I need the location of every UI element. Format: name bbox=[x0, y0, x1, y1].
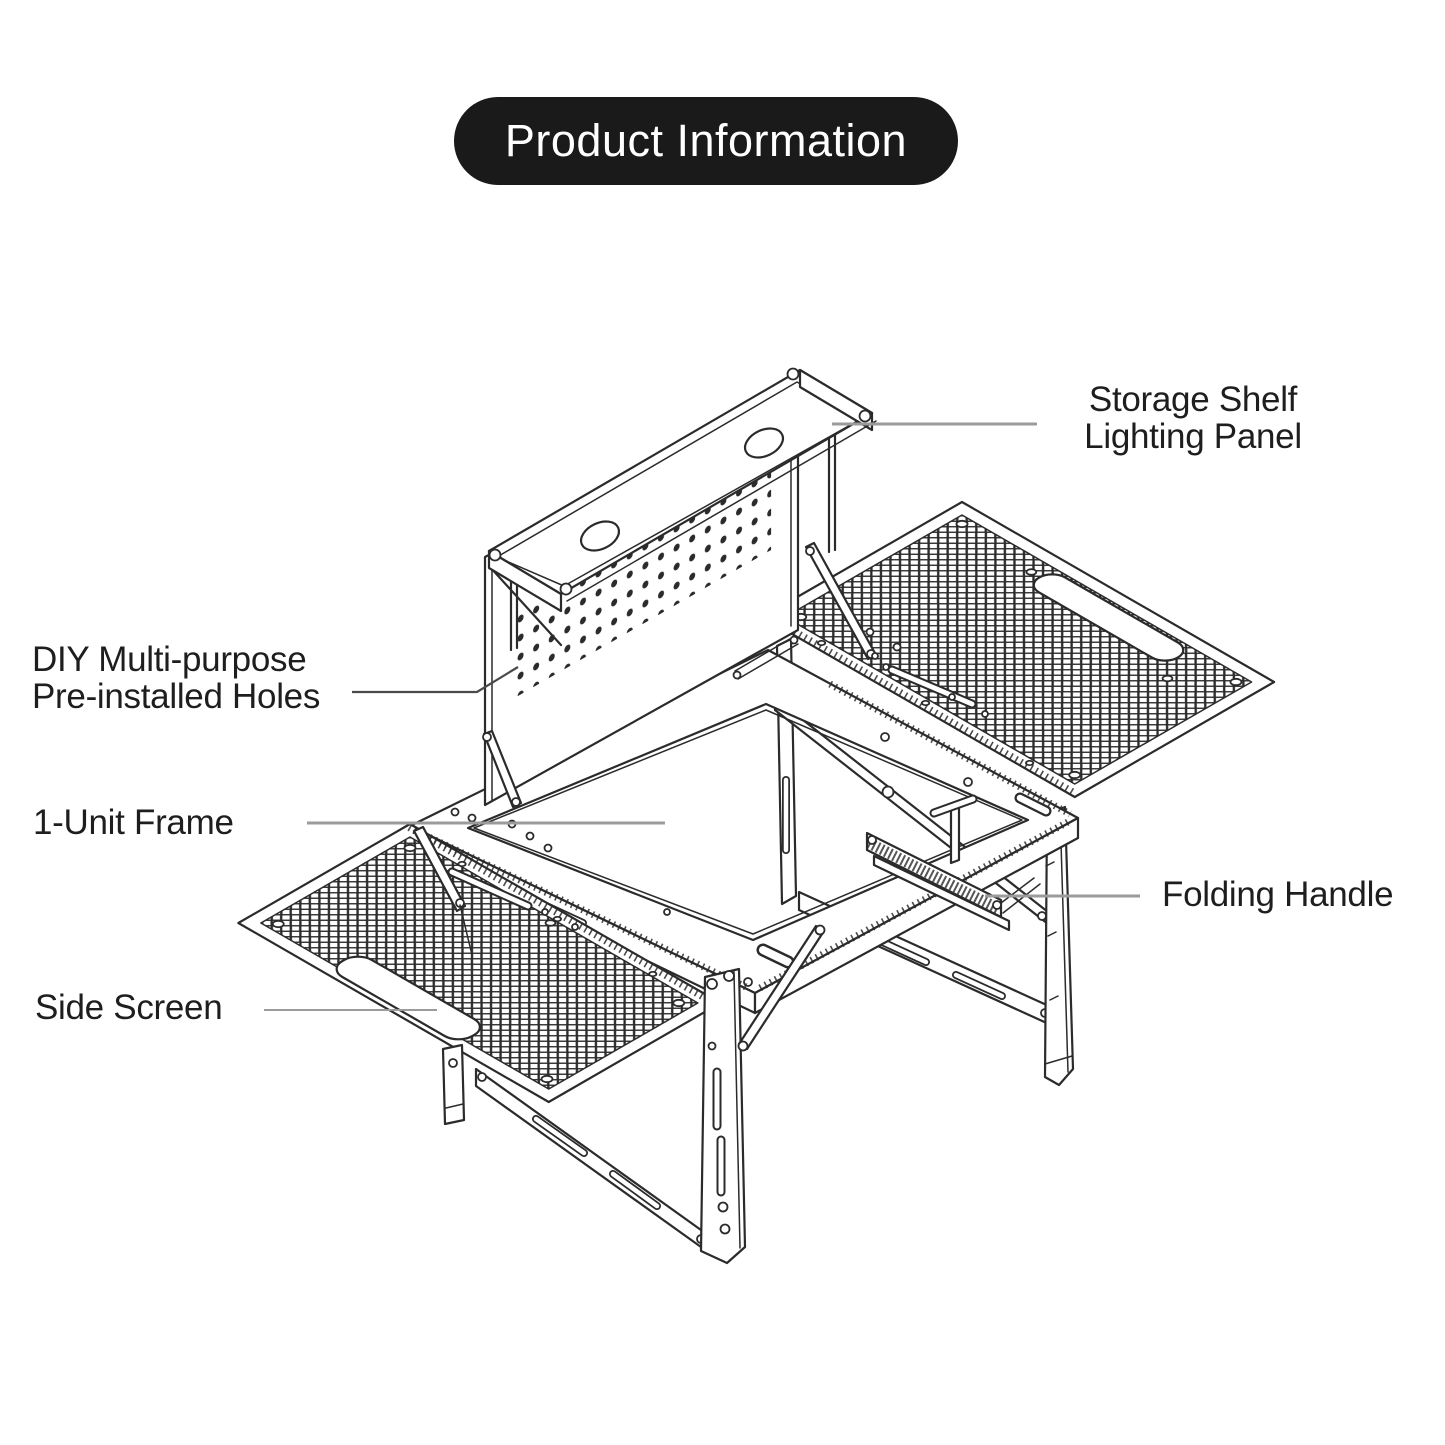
front-leg bbox=[699, 967, 747, 1265]
folding-handle-assembly bbox=[865, 794, 1041, 932]
carry-handle-slot-right bbox=[1026, 570, 1191, 665]
callout-storage-shelf: Storage Shelf Lighting Panel bbox=[1028, 381, 1358, 455]
front-leg-strut bbox=[737, 924, 826, 1052]
panel-struts bbox=[482, 635, 799, 809]
callout-line: Pre-installed Holes bbox=[32, 677, 321, 716]
callout-line: Storage Shelf bbox=[1088, 380, 1298, 419]
hinge-rail-left bbox=[412, 825, 750, 992]
callout-line: DIY Multi-purpose bbox=[32, 640, 307, 679]
storage-shelf bbox=[487, 367, 877, 652]
callout-side-screen: Side Screen bbox=[35, 988, 223, 1027]
left-leg-bracket bbox=[441, 1043, 466, 1126]
table-strut-left bbox=[412, 825, 467, 913]
mesh-left bbox=[260, 837, 698, 1089]
shelf-light-hole bbox=[743, 427, 785, 459]
leader-lines bbox=[264, 422, 1140, 1011]
frame-ne-serration bbox=[828, 680, 1072, 818]
carry-handle-slot-left bbox=[329, 952, 489, 1044]
mesh-right bbox=[785, 515, 1252, 784]
callout-line: Side Screen bbox=[35, 988, 223, 1027]
callout-unit-frame: 1-Unit Frame bbox=[33, 804, 234, 841]
callout-diy-holes: DIY Multi-purpose Pre-installed Holes bbox=[32, 641, 320, 715]
page-title-text: Product Information bbox=[504, 115, 908, 166]
callout-line: Folding Handle bbox=[1162, 875, 1394, 914]
hinge-serration-right bbox=[770, 617, 1075, 793]
frame-se-face bbox=[753, 816, 1080, 1015]
preinstalled-holes-grid bbox=[511, 465, 772, 700]
callout-line: 1-Unit Frame bbox=[33, 803, 234, 842]
leader-diy-holes bbox=[352, 666, 519, 694]
frame-se-serration bbox=[758, 818, 1070, 992]
t-lock-pin bbox=[929, 794, 978, 865]
table-strut-right bbox=[804, 541, 890, 671]
side-table-right bbox=[763, 502, 1275, 797]
shelf-light-hole bbox=[579, 520, 621, 552]
shelf-right-cap bbox=[798, 368, 874, 432]
hinge-rail-right bbox=[865, 627, 989, 718]
page-title: Product Information bbox=[454, 97, 958, 185]
callout-folding-handle: Folding Handle bbox=[1162, 875, 1394, 914]
side-table-left bbox=[238, 824, 720, 1102]
callout-line: Lighting Panel bbox=[1084, 417, 1302, 456]
hinge-serration-left bbox=[409, 828, 714, 1004]
leg-brace-left bbox=[474, 1067, 710, 1254]
shelf-left-cap bbox=[487, 549, 563, 613]
